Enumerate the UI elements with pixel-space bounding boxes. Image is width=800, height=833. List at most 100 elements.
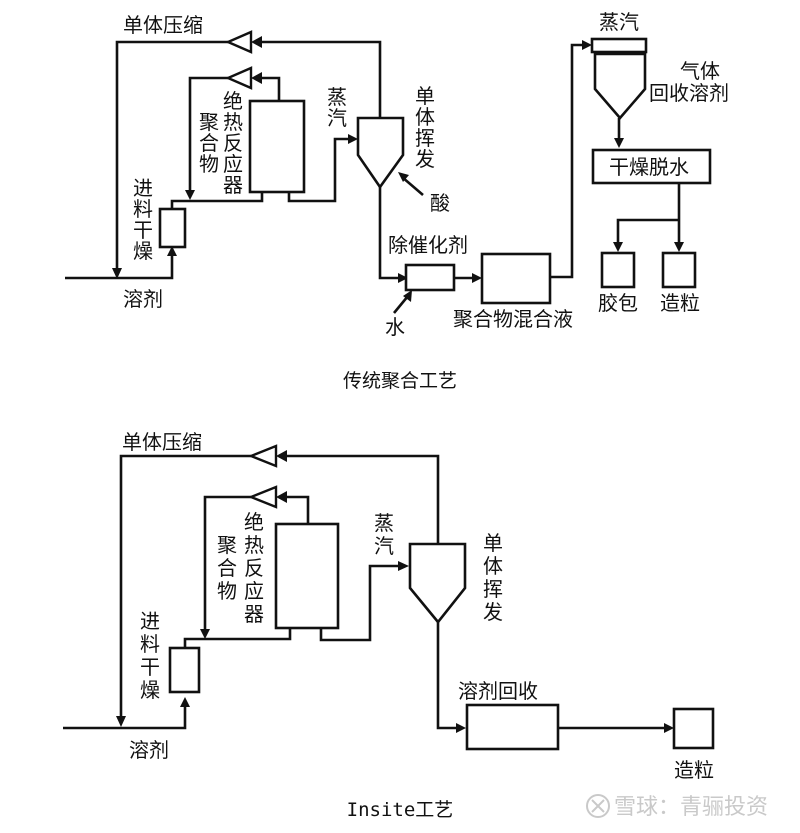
arrow-head <box>185 190 195 200</box>
svg-text:汽: 汽 <box>374 534 394 558</box>
label-steam: 蒸 汽 <box>374 511 394 558</box>
label-feed-drying: 进 料 干 燥 <box>140 609 160 702</box>
label-water: 水 <box>385 315 405 339</box>
label-bale: 胶包 <box>598 291 638 315</box>
arrow-head <box>403 290 412 302</box>
svg-text:单: 单 <box>415 84 435 108</box>
arrow-head <box>613 242 623 252</box>
polymer-mixture-tank <box>480 252 552 305</box>
snowball-logo-icon <box>586 794 610 818</box>
label-polymer-mixture: 聚合物混合液 <box>453 307 573 331</box>
reactor-to-flash-line <box>319 564 401 642</box>
compressor-symbol <box>247 485 278 509</box>
svg-text:体: 体 <box>483 554 503 578</box>
arrow-head <box>398 561 409 571</box>
arrow-head <box>456 723 466 733</box>
svg-text:干: 干 <box>133 218 153 242</box>
solvent-recovery-unit <box>465 703 560 751</box>
label-polymer: 聚 合 物 <box>199 110 219 176</box>
caption-insite: Insite工艺 <box>347 799 454 821</box>
monomer-flash-vessel <box>408 542 467 625</box>
label-gas-recovery-1: 气体 <box>680 59 720 83</box>
steam-stripper-vessel <box>593 52 647 120</box>
svg-text:器: 器 <box>223 173 243 197</box>
arrow-head <box>251 36 262 48</box>
svg-text:燥: 燥 <box>140 678 160 702</box>
feed-dryer <box>168 646 201 694</box>
watermark: 雪球：青骊投资 <box>586 794 768 820</box>
label-steam-left: 蒸 汽 <box>327 85 347 130</box>
svg-text:单: 单 <box>483 531 503 555</box>
svg-text:料: 料 <box>140 632 160 656</box>
label-gas-recovery-2: 回收溶剂 <box>649 81 729 105</box>
svg-text:绝: 绝 <box>244 510 264 534</box>
watermark-text: 雪球：青骊投资 <box>614 795 768 820</box>
svg-text:料: 料 <box>133 197 153 221</box>
svg-text:聚: 聚 <box>217 533 237 557</box>
svg-text:聚: 聚 <box>199 110 219 134</box>
pelletize-unit <box>672 707 715 750</box>
svg-text:合: 合 <box>199 131 219 155</box>
svg-text:蒸: 蒸 <box>374 511 394 535</box>
svg-text:进: 进 <box>140 609 160 633</box>
water-arrow-line <box>392 295 410 314</box>
reactor-overhead-line <box>283 495 310 523</box>
arrow-head <box>276 450 287 462</box>
mixture-to-stripper-line <box>550 43 584 279</box>
arrow-head <box>664 723 674 733</box>
svg-text:干: 干 <box>140 655 160 679</box>
label-solvent: 溶剂 <box>123 287 163 311</box>
label-adiabatic-reactor: 绝 热 反 应 器 <box>244 510 264 626</box>
flash-to-recovery-line <box>436 622 458 730</box>
dryer-to-reactor-line <box>183 628 292 648</box>
label-acid: 酸 <box>430 191 450 215</box>
label-solvent-recovery: 溶剂回收 <box>458 679 538 703</box>
svg-text:物: 物 <box>199 152 219 176</box>
steam-stripper-top <box>590 37 648 54</box>
svg-text:挥: 挥 <box>483 577 503 601</box>
reactor-recycle-line <box>203 495 251 631</box>
solvent-feed-line <box>63 704 187 730</box>
arrow-head <box>167 246 177 256</box>
reactor-to-flash-line <box>287 137 351 203</box>
svg-text:应: 应 <box>244 579 264 603</box>
monomer-recycle-line <box>283 454 440 544</box>
traditional-process: 单体压缩 绝 热 反 应 器 聚 合 物 进 料 干 燥 溶剂 蒸 汽 单 体 … <box>65 10 729 392</box>
arrow-head <box>398 172 409 182</box>
arrow-head <box>116 716 126 727</box>
insite-process: 单体压缩 绝 热 反 应 器 聚 合 物 进 料 干 燥 溶剂 蒸 汽 单 体 … <box>63 430 715 821</box>
reactor-recycle-line <box>188 76 228 192</box>
monomer-return-line <box>115 40 228 270</box>
svg-text:应: 应 <box>223 152 243 176</box>
svg-text:绝: 绝 <box>223 89 243 113</box>
arrow-head <box>472 273 482 283</box>
catalyst-removal-unit <box>404 263 456 292</box>
compressor-symbol <box>224 30 253 54</box>
arrow-head <box>398 273 408 283</box>
svg-text:合: 合 <box>217 556 237 580</box>
arrow-head <box>674 242 684 252</box>
arrow-head <box>614 138 624 148</box>
label-solvent: 溶剂 <box>129 738 169 762</box>
svg-text:发: 发 <box>483 600 503 624</box>
label-pelletize: 造粒 <box>674 758 714 782</box>
arrow-head <box>200 629 210 639</box>
caption-traditional: 传统聚合工艺 <box>343 370 457 392</box>
arrow-head <box>112 268 122 279</box>
svg-text:挥: 挥 <box>415 126 435 150</box>
monomer-flash-vessel <box>356 116 405 190</box>
reactor-overhead-line <box>258 76 281 100</box>
adiabatic-reactor <box>248 99 306 194</box>
bale-unit <box>600 251 636 289</box>
arrow-head <box>582 40 592 50</box>
svg-text:蒸: 蒸 <box>327 85 347 109</box>
adiabatic-reactor <box>274 522 340 630</box>
svg-text:器: 器 <box>244 602 264 626</box>
label-steam-top: 蒸汽 <box>599 10 639 34</box>
svg-text:体: 体 <box>415 105 435 129</box>
svg-text:反: 反 <box>244 556 264 580</box>
flash-to-catalyst-line <box>378 187 400 280</box>
arrow-head <box>251 72 262 84</box>
compressor-symbol <box>247 444 278 468</box>
svg-text:燥: 燥 <box>133 239 153 263</box>
